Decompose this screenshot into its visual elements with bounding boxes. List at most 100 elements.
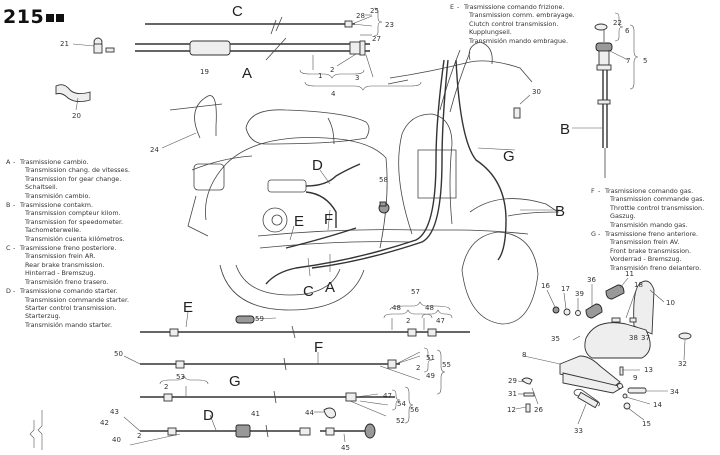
part-21: [72, 37, 115, 54]
letter-f-bottom: F: [314, 339, 323, 356]
num-53: 53: [176, 373, 185, 381]
num-33: 33: [574, 427, 583, 435]
legend-dash: -: [457, 3, 460, 11]
legend-line: Trasmissione cambio.: [20, 158, 89, 166]
part-24: [161, 95, 223, 149]
legend-line: Tachometerwelle.: [25, 226, 82, 235]
num-16: 16: [541, 282, 550, 290]
part-20: [55, 84, 91, 111]
num-20: 20: [72, 112, 81, 120]
legend-entry-e: E-Trasmissione comando frizione.Transmis…: [450, 3, 575, 45]
legend-line: Transmission for gear change.: [25, 174, 122, 183]
legend-line: Schaltseil.: [25, 183, 58, 192]
legend-key: F: [591, 187, 595, 195]
legend-key: C: [6, 244, 11, 253]
num-56: 56: [410, 406, 419, 414]
num-29: 29: [508, 377, 517, 385]
legend-entry-c: C-Trasmissione freno posteriore.Transmis…: [6, 244, 130, 286]
legend-line: Transmisión freno trasero.: [25, 277, 109, 286]
num-57: 57: [411, 288, 420, 296]
legend-line: Transmission commande starter.: [25, 295, 130, 304]
num-11: 11: [625, 270, 634, 278]
num-48-a: 48: [392, 304, 401, 312]
legend-line: Trasmissione comando gas.: [605, 187, 694, 195]
legend-line: Starterzug.: [25, 312, 61, 321]
num-7: 7: [626, 57, 630, 65]
legend-line: Front brake transmission.: [610, 246, 692, 255]
letter-a-scooter: A: [325, 279, 335, 296]
num-1: 1: [318, 72, 322, 80]
legend-top: E-Trasmissione comando frizione.Transmis…: [450, 3, 575, 46]
legend-line: Vorderrad - Bremszug.: [610, 255, 682, 264]
legend-line: Trasmissione freno anteriore.: [605, 230, 699, 239]
square-mark-icon: [46, 14, 55, 22]
num-2-g: 2: [164, 383, 168, 391]
num-3: 3: [355, 74, 359, 82]
letter-f-scooter: F: [324, 211, 333, 228]
legend-line: Transmisión mando embrague.: [469, 36, 569, 45]
part-58: [378, 201, 390, 214]
num-17: 17: [561, 285, 570, 293]
legend-dash: -: [13, 244, 16, 253]
num-19: 19: [200, 68, 209, 76]
num-15: 15: [642, 420, 651, 428]
num-48-b: 48: [425, 304, 434, 312]
num-2-f: 2: [416, 364, 420, 372]
num-47-e: 47: [436, 317, 445, 325]
num-32: 32: [678, 360, 687, 368]
legend-key: A: [6, 158, 11, 166]
legend-line: Transmisión mando gas.: [610, 220, 688, 229]
legend-line: Transmisión freno delantero.: [610, 263, 702, 272]
scooter-cables: [265, 59, 507, 285]
num-55: 55: [442, 361, 451, 369]
speedometer-cable-b: [572, 12, 639, 178]
num-4: 4: [331, 90, 336, 98]
part-30: [513, 94, 531, 119]
scooter-illustration: [187, 41, 560, 325]
num-18: 18: [634, 281, 643, 289]
legend-line: Transmission frein AR.: [25, 252, 96, 261]
num-21: 21: [60, 40, 69, 48]
num-2-d: 2: [137, 432, 141, 440]
legend-line: Transmission comm. embrayage.: [469, 11, 575, 20]
num-52: 52: [396, 417, 405, 425]
num-42: 42: [100, 419, 109, 427]
num-24: 24: [150, 146, 159, 154]
num-27: 27: [372, 35, 381, 43]
num-12: 12: [507, 406, 516, 414]
num-36: 36: [587, 276, 596, 284]
num-10: 10: [666, 299, 675, 307]
part-44: [314, 407, 337, 419]
num-38: 38: [629, 334, 638, 342]
legend-line: Trasmissione comando starter.: [20, 287, 118, 296]
legend-entry-b: B-Trasmissione contakm.Transmission comp…: [6, 201, 130, 243]
legend-right: F-Trasmissione comando gas.Transmission …: [591, 187, 705, 273]
num-2-top: 2: [330, 66, 334, 74]
legend-entry-g: G-Trasmissione freno anteriore.Transmiss…: [591, 230, 705, 272]
num-2-e: 2: [406, 317, 410, 325]
legend-line: Hinterrad - Bremszug.: [25, 269, 96, 278]
num-26: 26: [534, 406, 543, 414]
letter-b-scooter: B: [555, 203, 565, 220]
num-47-g: 47: [383, 392, 392, 400]
legend-line: Transmission commande gas.: [610, 195, 705, 204]
legend-line: Kupplungseil.: [469, 28, 512, 37]
num-31: 31: [508, 390, 517, 398]
legend-line: Rear brake transmission.: [25, 260, 105, 269]
legend-entry-a: A-Trasmissione cambio.Transmission chang…: [6, 158, 130, 200]
letter-e-scooter: E: [294, 213, 304, 230]
legend-dash: -: [598, 187, 601, 195]
leader-lines: [515, 277, 686, 425]
num-8: 8: [522, 351, 526, 359]
num-22: 22: [613, 19, 622, 27]
letter-g-bottom: G: [229, 373, 241, 390]
cable-f-bottom: [123, 347, 446, 395]
num-9: 9: [633, 374, 637, 382]
letter-a-top: A: [242, 65, 252, 82]
part-number-labels: 21 19 20 24 1 2 3 4 28 25 23 27 30 58 22…: [60, 7, 687, 452]
num-39: 39: [575, 290, 584, 298]
num-5: 5: [643, 57, 647, 65]
legend-dash: -: [13, 158, 16, 166]
legend-key: D: [6, 287, 11, 296]
